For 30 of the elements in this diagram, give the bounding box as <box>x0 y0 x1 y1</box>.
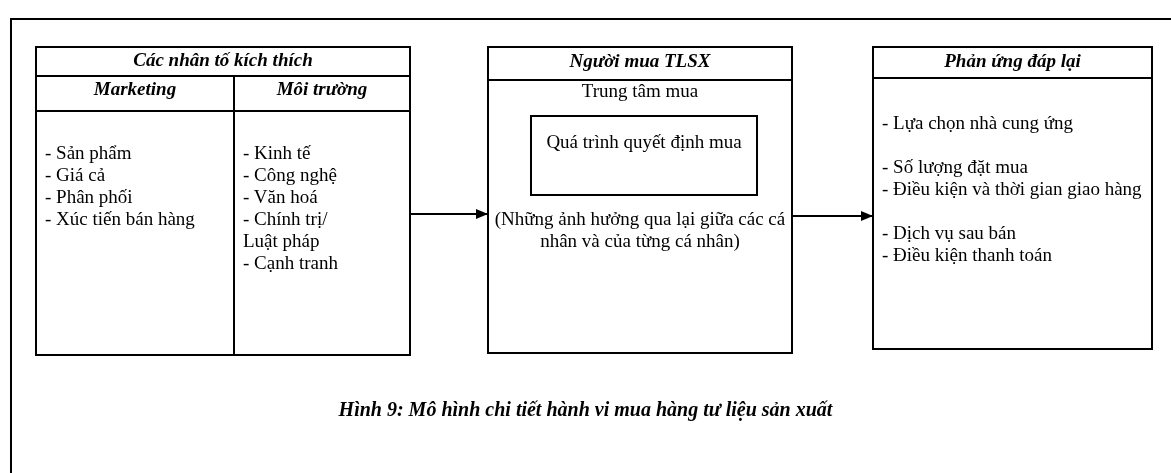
list-item: - Số lượng đặt mua <box>882 156 1029 178</box>
list-item: - Xúc tiến bán hàng <box>45 208 196 230</box>
box-heading: Môi trường <box>275 78 369 100</box>
box-text: Quá trình quyết định mua <box>545 131 743 153</box>
box-text: Trung tâm mua <box>580 80 700 102</box>
process-box <box>530 115 758 196</box>
response-box <box>872 46 1153 350</box>
list-item: - Lựa chọn nhà cung ứng <box>882 112 1074 134</box>
box-heading: Phản ứng đáp lại <box>943 50 1082 72</box>
stimuli-table <box>35 46 411 356</box>
list-item: - Kinh tế <box>243 142 312 164</box>
box-heading: Marketing <box>92 78 178 100</box>
list-item: - Điều kiện và thời gian giao hàng <box>882 178 1143 200</box>
table-column <box>37 75 235 356</box>
list-item: - Điều kiện thanh toán <box>882 244 1053 266</box>
buyer-box <box>487 46 793 354</box>
list-item: - Dịch vụ sau bán <box>882 222 1018 244</box>
box-heading: Các nhân tố kích thích <box>132 49 314 71</box>
list-item: - Văn hoá <box>243 186 319 208</box>
figure-caption: Hình 9: Mô hình chi tiết hành vi mua hàng tư liệu sản xuất <box>337 398 834 421</box>
list-item: - Cạnh tranh <box>243 252 339 274</box>
list-item: - Sản phẩm <box>45 142 133 164</box>
arrow <box>792 211 873 221</box>
list-item: - Giá cả <box>45 164 107 186</box>
list-item: - Phân phối <box>45 186 134 208</box>
box-text: (Những ảnh hưởng qua lại giữa các cá nhân và của từng cá nhân) <box>493 208 787 252</box>
box-heading: Người mua TLSX <box>568 50 712 72</box>
list-item: - Chính trị/ Luật pháp <box>243 208 329 252</box>
arrow <box>410 209 488 219</box>
list-item: - Công nghệ <box>243 164 338 186</box>
